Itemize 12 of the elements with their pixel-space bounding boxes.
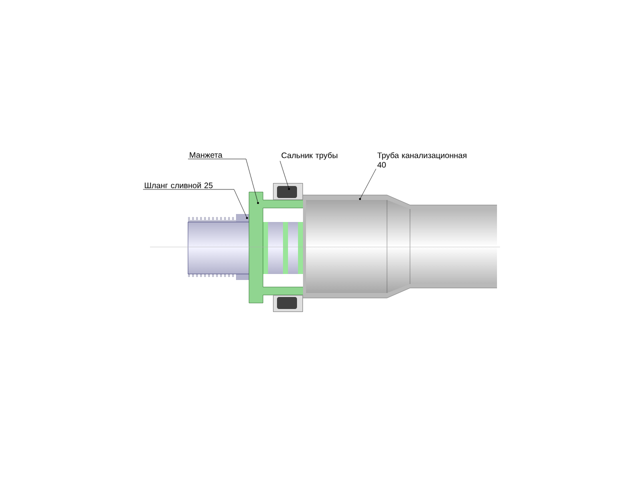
part-label: Сальник трубы [282,152,338,160]
part-label: Труба канализационная 40 [377,152,466,168]
pipe-drawing [302,194,498,298]
part-label: Шланг сливной 25 [144,182,213,188]
seal-drawing [273,183,303,312]
leader-line [360,168,376,200]
leader-line [142,189,248,218]
cuff-drawing [248,192,304,304]
leader-line [280,160,290,190]
hose-drawing [188,214,250,280]
part-label: Манжета [190,152,222,158]
leader-line [188,158,258,204]
